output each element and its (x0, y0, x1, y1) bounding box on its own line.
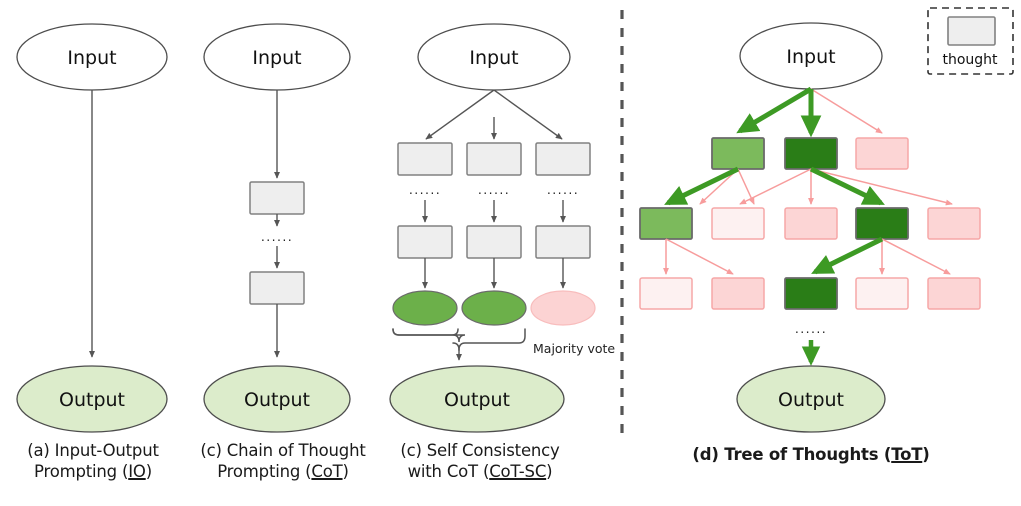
tot-node-r2c1 (639, 207, 693, 240)
tot-edge-r2c1-to-r3c2 (665, 238, 734, 275)
tot-node-r3c1 (639, 277, 693, 310)
tot-output-label: Output (778, 389, 844, 411)
tot-node-r1c3 (855, 137, 909, 170)
cotsc-fanout-right (493, 89, 563, 140)
caption-cotsc-line1: (c) Self Consistency (400, 441, 560, 460)
tot-output-ellipse (736, 365, 886, 433)
io-input-label: Input (67, 47, 116, 69)
cotsc-ellipsis-c2: ...... (478, 182, 510, 197)
panel-cot-sc: Input ...... ...... ...... (389, 23, 615, 433)
caption-io-line2: Prompting (IO) (2, 461, 184, 482)
cotsc-thought-box-r2c3 (535, 225, 591, 259)
cot-output-label: Output (244, 389, 310, 411)
caption-tot-abbr: ToT (891, 445, 923, 464)
panel-io: Input Output (16, 23, 168, 433)
tot-node-r2c5 (927, 207, 981, 240)
caption-cotsc-abbr: CoT-SC (489, 462, 547, 482)
tot-node-r3c3 (784, 277, 838, 310)
tot-node-r2c3 (784, 207, 838, 240)
cotsc-thought-box-r1c3 (535, 142, 591, 176)
tot-node-r1c1 (711, 137, 765, 170)
caption-io-pre: Prompting ( (34, 462, 129, 482)
tot-edge-r2c4-to-r3c5 (881, 238, 951, 275)
tot-node-r3c2 (711, 277, 765, 310)
tot-edge-r2c4-to-r3c3-selected (811, 236, 884, 275)
caption-io-line1: (a) Input-Output (27, 441, 159, 460)
tot-node-r3c4 (855, 277, 909, 310)
cotsc-leaf-pink-1 (530, 290, 596, 326)
legend-thought-label: thought (942, 52, 998, 68)
cotsc-thought-box-r1c2 (466, 142, 522, 176)
cotsc-brace-tip (452, 342, 460, 351)
tot-edge-r1c2-to-r2c4-selected (809, 166, 885, 206)
cotsc-output-label: Output (444, 389, 510, 411)
tot-node-r2c2 (711, 207, 765, 240)
cot-input-label: Input (252, 47, 301, 69)
tot-node-r3c5 (927, 277, 981, 310)
cotsc-output-ellipse (389, 365, 565, 433)
cotsc-fanout-left (425, 89, 495, 140)
tot-edge-root-to-r1c1 (736, 86, 813, 134)
legend-thought-swatch (947, 16, 996, 46)
tot-edge-r1c2-to-r2c2 (739, 168, 812, 205)
cotsc-thought-box-r2c2 (466, 225, 522, 259)
io-output-label: Output (59, 389, 125, 411)
tot-input-label: Input (786, 46, 835, 68)
caption-cot-abbr: CoT (311, 462, 343, 482)
caption-tot-pre: (d) Tree of Thoughts ( (692, 445, 892, 464)
tot-node-r2c4 (855, 207, 909, 240)
caption-tot-line1: (d) Tree of Thoughts (ToT) (650, 444, 972, 465)
cot-thought-box-2 (249, 271, 305, 305)
panel-tot: Input (639, 22, 981, 433)
caption-cotsc-post: ) (546, 462, 553, 482)
caption-io-abbr: IO (128, 462, 146, 482)
cotsc-majority-vote-label: Majority vote (533, 341, 615, 356)
tot-edge-root-to-r1c3 (810, 88, 883, 134)
legend: thought (927, 7, 1014, 75)
caption-tot: (d) Tree of Thoughts (ToT) (650, 444, 972, 465)
tot-ellipsis: ...... (795, 321, 827, 336)
caption-cotsc-pre: with CoT ( (407, 462, 490, 482)
io-output-ellipse (16, 365, 168, 433)
panel-cot: Input ...... Output (203, 23, 351, 433)
cotsc-thought-box-r1c1 (397, 142, 453, 176)
tot-edge-r1c2-to-r2c5 (810, 168, 953, 206)
caption-cot-line1: (c) Chain of Thought (200, 441, 366, 460)
cotsc-input-label: Input (469, 47, 518, 69)
caption-cot-line2: Prompting (CoT) (187, 461, 379, 482)
caption-tot-post: ) (922, 445, 930, 464)
cotsc-leaf-green-1 (392, 290, 458, 326)
cot-ellipsis: ...... (261, 229, 293, 244)
caption-io: (a) Input-Output Prompting (IO) (2, 440, 184, 482)
caption-io-post: ) (145, 462, 152, 482)
tot-edge-r1c1-to-r2c1-selected (664, 166, 740, 206)
cotsc-ellipsis-c3: ...... (547, 182, 579, 197)
cot-output-ellipse (203, 365, 351, 433)
tot-node-r1c2 (784, 137, 838, 170)
caption-cot: (c) Chain of Thought Prompting (CoT) (187, 440, 379, 482)
caption-cot-pre: Prompting ( (217, 462, 312, 482)
cotsc-leaf-green-2 (461, 290, 527, 326)
caption-cotsc-line2: with CoT (CoT-SC) (381, 461, 579, 482)
cotsc-thought-box-r2c1 (397, 225, 453, 259)
caption-cot-sc: (c) Self Consistency with CoT (CoT-SC) (381, 440, 579, 482)
cotsc-ellipsis-c1: ...... (409, 182, 441, 197)
cotsc-brace-right-arm (458, 328, 526, 351)
caption-cot-post: ) (342, 462, 349, 482)
cotsc-brace-left-arm (392, 328, 456, 336)
cot-thought-box-1 (249, 181, 305, 215)
